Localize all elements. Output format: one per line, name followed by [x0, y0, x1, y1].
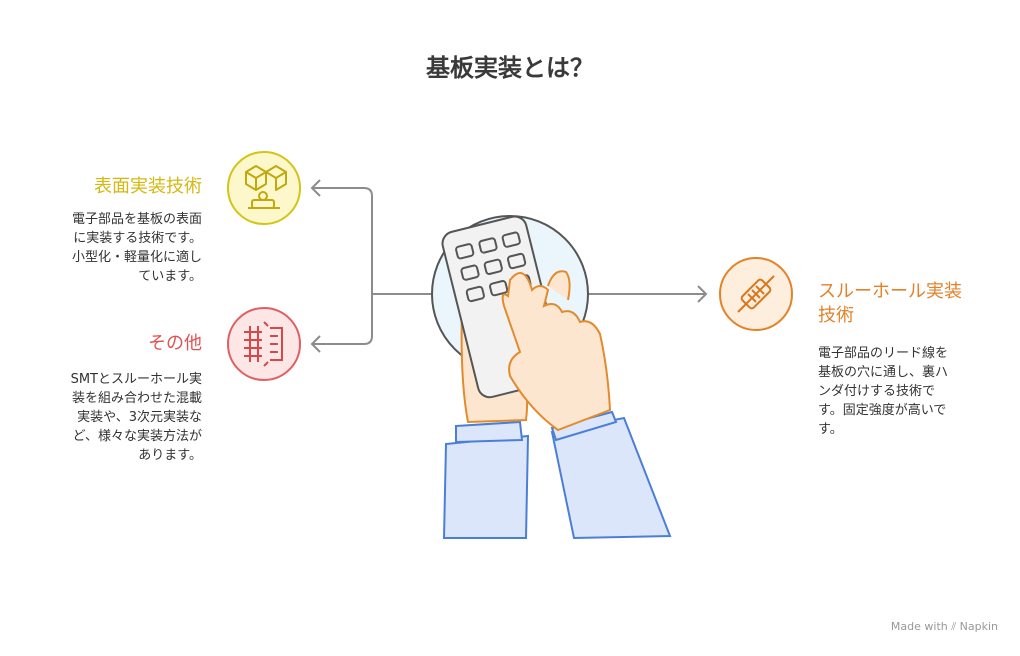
- smt-description: 電子部品を基板の表面 に実装する技術です。 小型化・軽量化に適し ています。: [71, 212, 202, 284]
- smt-title: 表面実装技術: [94, 176, 202, 197]
- through-hole-icon: [719, 257, 793, 331]
- connector-lines: [310, 179, 708, 353]
- hand-calculator-icon: [431, 215, 672, 540]
- napkin-branding[interactable]: Made with ⫽ Napkin: [890, 620, 998, 633]
- tht-description: 電子部品のリード線を 基板の穴に通し、裏ハ ンダ付けする技術で す。固定強度が高…: [818, 346, 949, 437]
- other-title: その他: [148, 333, 202, 354]
- mixed-mount-icon: [227, 307, 301, 381]
- page-title: 基板実装とは？: [426, 54, 594, 82]
- tht-title: スルーホール実装 技術: [818, 281, 962, 326]
- other-description: SMTとスルーホール実 装を組み合わせた混載 実装や、3次元実装な ど、様々な実…: [70, 372, 202, 463]
- chips-icon: [227, 151, 301, 225]
